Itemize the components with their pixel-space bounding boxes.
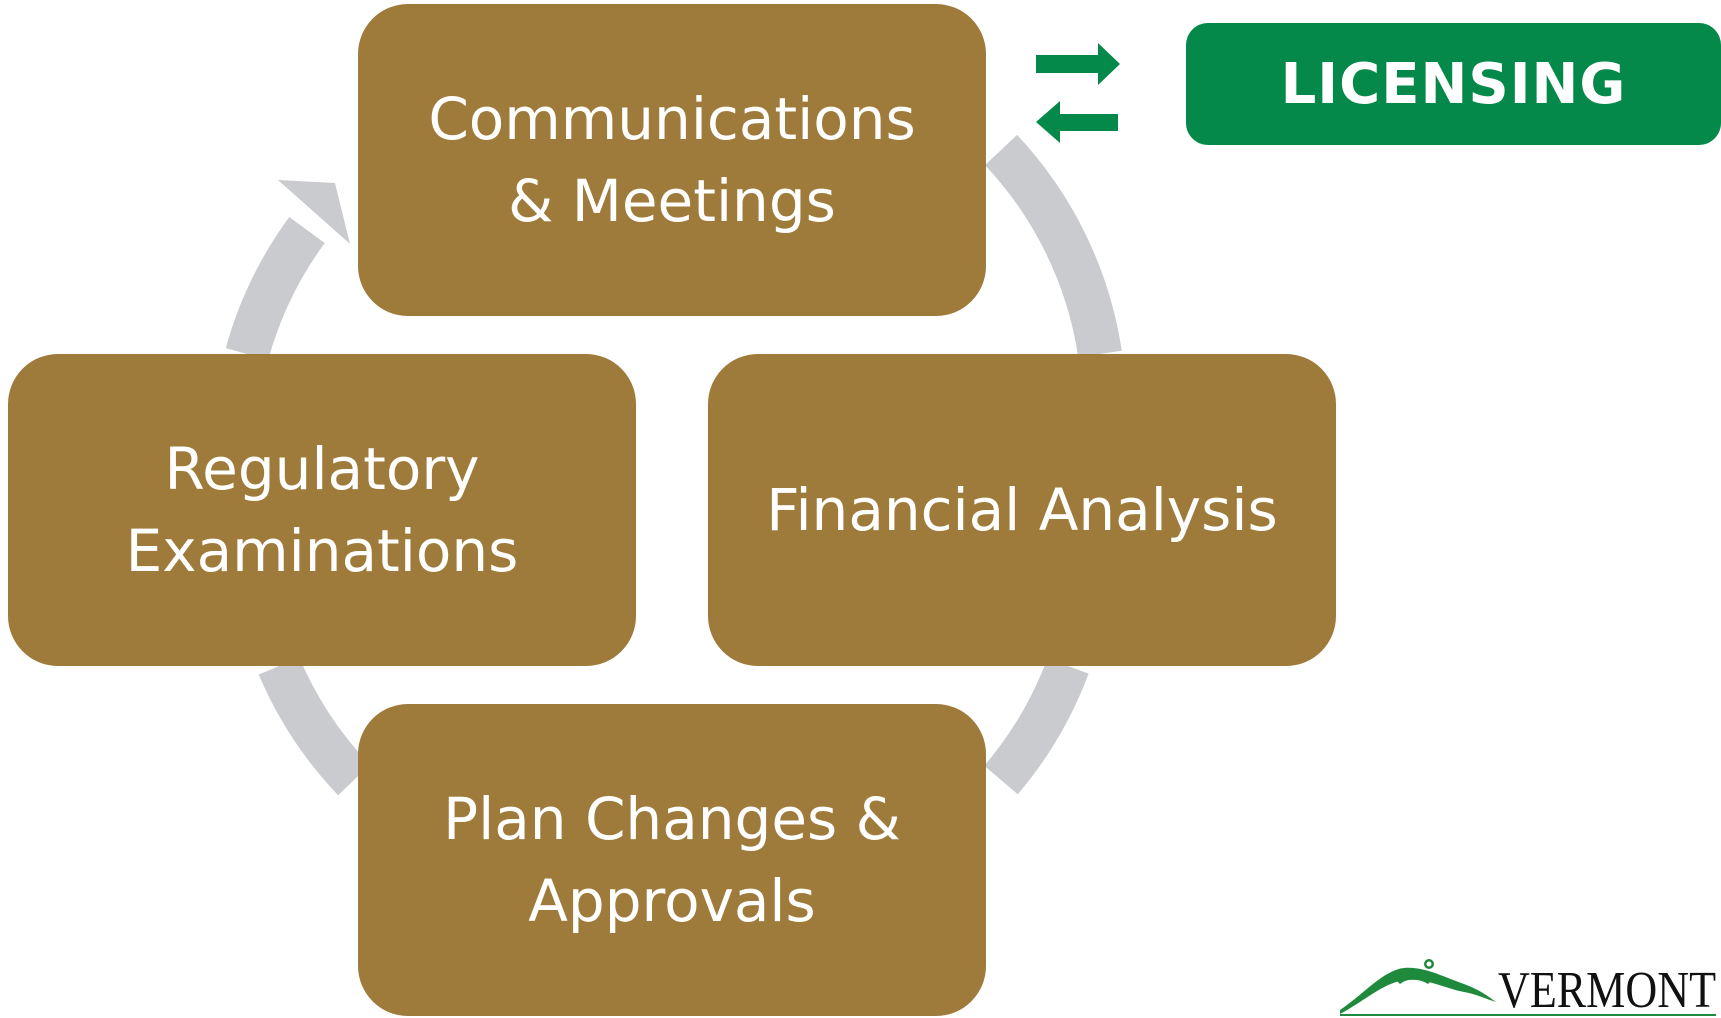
financial-analysis-label: Financial Analysis [766, 476, 1278, 544]
cycle-arc-top-right [984, 134, 1122, 358]
plan-changes-label-line-1: Plan Changes & [443, 785, 901, 853]
cycle-arrowhead [278, 180, 350, 244]
communications-label-line-1: Communications [428, 85, 916, 153]
regulatory-label-line-2: Examinations [125, 517, 519, 585]
plan-changes-approvals-box: Plan Changes & Approvals [358, 704, 986, 1016]
plan-changes-label-line-2: Approvals [528, 867, 816, 935]
cycle-arc-bottom-left [258, 657, 371, 796]
regulatory-label-line-1: Regulatory [164, 435, 480, 503]
cycle-arc-bottom-right [984, 658, 1089, 795]
vermont-wordmark: VERMONT [1498, 962, 1716, 1018]
regulatory-examinations-box: Regulatory Examinations [8, 354, 636, 666]
communications-label-line-2: & Meetings [508, 167, 836, 235]
financial-analysis-box: Financial Analysis [708, 354, 1336, 666]
communications-meetings-box: Communications & Meetings [358, 4, 986, 316]
vermont-logo: VERMONT [1340, 959, 1716, 1018]
exchange-arrows-icon [1036, 43, 1120, 143]
cycle-arc-top-left [225, 216, 325, 361]
licensing-label: LICENSING [1280, 51, 1627, 117]
licensing-badge: LICENSING [1186, 23, 1721, 145]
